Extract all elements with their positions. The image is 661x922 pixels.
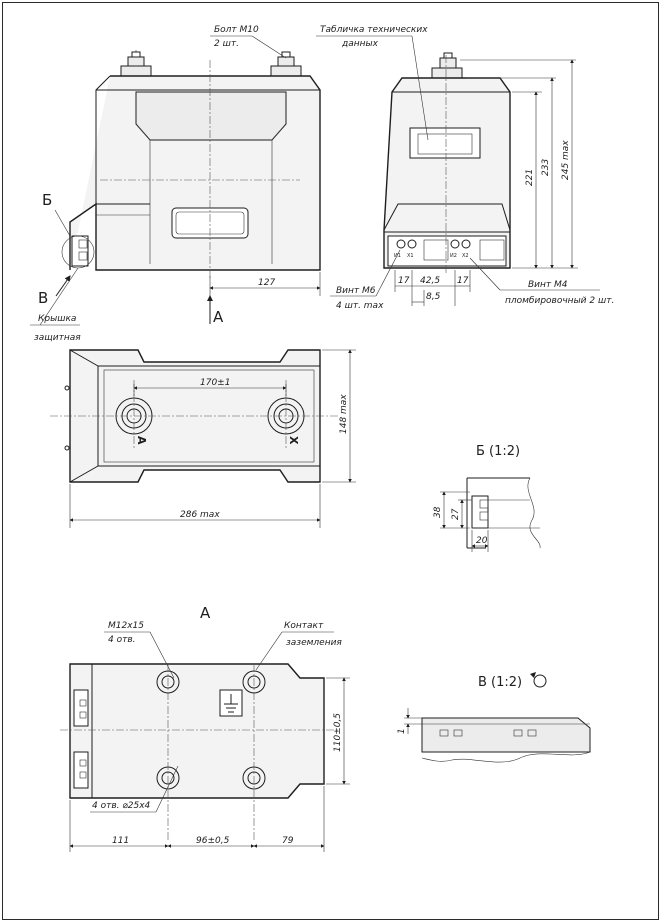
rotate-icon [530, 672, 547, 688]
dim-221: 221 [525, 169, 535, 186]
label-cover-2: защитная [34, 333, 81, 343]
dim-110: 110±0,5 [333, 713, 343, 752]
bolt-left [120, 50, 152, 77]
ground-symbol-icon [219, 689, 243, 717]
dim-8-5: 8,5 [426, 292, 441, 302]
dim-42-5: 42,5 [420, 276, 440, 286]
dim-79: 79 [282, 836, 294, 846]
dim-17-right: 17 [457, 276, 469, 286]
dim-170: 170±1 [200, 378, 230, 388]
label-screw-m6-qty: 4 шт. max [336, 301, 384, 311]
dim-286: 286 max [180, 510, 220, 520]
label-thread: М12х15 [108, 621, 144, 631]
dim-148: 148 max [339, 394, 349, 434]
terminal-detail-b [71, 235, 89, 267]
dim-27: 27 [451, 508, 461, 520]
label-screw-m4-desc: пломбировочный 2 шт. [505, 296, 614, 306]
view-label-b: Б [42, 191, 52, 209]
dim-127: 127 [258, 278, 275, 288]
terminal-label-x: Х [287, 436, 300, 445]
dim-111: 111 [112, 836, 129, 846]
label-ground: Контакт [284, 621, 324, 631]
label-bolt: Болт М10 [214, 25, 259, 35]
view-v: В (1:2) 1 [397, 672, 591, 763]
label-plate: Табличка технических [320, 25, 428, 35]
dim-96: 96±0,5 [196, 836, 230, 846]
dim-1: 1 [397, 728, 407, 734]
side-view: И1 Х1 И2 Х2 Табличка технических данных … [316, 25, 614, 311]
top-view: А Х 170±1 148 max 286 max [50, 349, 356, 528]
view-a-title: А [200, 604, 211, 622]
view-label-a-arrow: А [213, 308, 224, 326]
bottom-housing [69, 663, 325, 799]
side-housing [383, 77, 511, 269]
detail-b: Б (1:2) 38 27 20 [433, 444, 541, 552]
dim-20: 20 [476, 536, 488, 546]
view-a: А М12х15 [60, 604, 350, 852]
core-window [135, 91, 287, 141]
front-view: 127 А Б В Крышка защитная Болт М10 2 шт. [30, 25, 321, 343]
dim-17-left: 17 [398, 276, 410, 286]
terminal-label-a: А [135, 436, 148, 445]
label-plate-2: данных [341, 39, 379, 49]
terminal-i1: И1 [394, 253, 401, 259]
detail-b-title: Б (1:2) [476, 444, 520, 459]
bolt-right [270, 51, 302, 77]
dim-233: 233 [541, 159, 551, 176]
nameplate [409, 127, 481, 159]
terminal-x1: Х1 [407, 253, 414, 259]
dim-245: 245 max [561, 140, 571, 180]
label-ground-2: заземления [286, 638, 342, 648]
terminal-x2: Х2 [462, 253, 469, 259]
view-label-v: В [38, 289, 48, 307]
label-screw-m4: Винт М4 [528, 280, 568, 290]
label-holes: 4 отв. ⌀25х4 [92, 801, 151, 811]
dim-38: 38 [433, 506, 443, 518]
view-v-title: В (1:2) [478, 675, 522, 690]
view-v-shape [421, 717, 591, 753]
label-screw-m6: Винт М6 [336, 286, 376, 296]
label-bolt-qty: 2 шт. [214, 39, 239, 49]
label-cover: Крышка [38, 314, 76, 324]
label-thread-qty: 4 отв. [108, 635, 136, 645]
terminal-i2: И2 [450, 253, 457, 259]
